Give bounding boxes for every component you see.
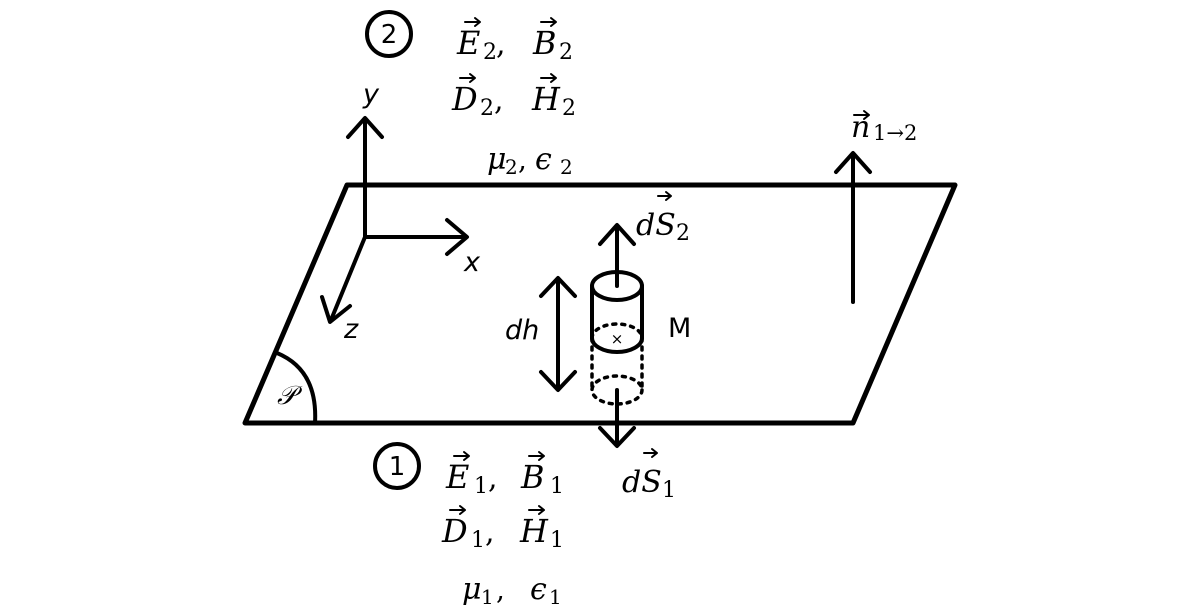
z-axis-label: z	[343, 314, 359, 345]
svg-text:B: B	[532, 24, 557, 62]
svg-text:1: 1	[549, 585, 562, 606]
svg-text:ϵ: ϵ	[535, 142, 552, 177]
svg-text:2: 2	[562, 96, 576, 121]
svg-text:dS: dS	[622, 465, 662, 500]
plane-label: 𝒫	[277, 381, 303, 411]
svg-text:2: 2	[560, 155, 573, 179]
z-axis-arrowhead	[320, 295, 352, 324]
svg-text:E: E	[445, 458, 469, 496]
svg-text:μ: μ	[487, 142, 507, 177]
svg-text:,: ,	[518, 143, 527, 176]
svg-text:1: 1	[550, 528, 564, 553]
svg-text:,: ,	[494, 83, 504, 118]
svg-text:H: H	[531, 80, 561, 118]
svg-text:1: 1	[550, 474, 564, 499]
svg-text:,: ,	[488, 461, 498, 496]
svg-text:E: E	[456, 24, 480, 62]
region-2-media: μ 2 , ϵ 2	[487, 142, 573, 179]
svg-text:H: H	[519, 512, 549, 550]
region-1-field-pair-2: D 1 , H 1	[441, 505, 564, 553]
point-m-marker: ×	[611, 330, 624, 348]
svg-text:2: 2	[559, 40, 573, 65]
svg-text:2: 2	[505, 155, 518, 179]
region-2-field-pair-1: E 2 , B 2	[456, 17, 573, 65]
svg-text:1→2: 1→2	[873, 121, 917, 145]
region-1-marker: 1	[389, 452, 406, 482]
x-axis-arrowhead	[445, 218, 469, 256]
svg-text:dS: dS	[636, 208, 676, 243]
normal-arrowhead	[834, 151, 872, 174]
y-axis-label: y	[362, 79, 380, 110]
svg-text:μ: μ	[462, 572, 482, 606]
svg-text:1: 1	[474, 474, 488, 499]
region-2-marker-circle	[365, 10, 413, 58]
svg-text:1: 1	[471, 528, 485, 553]
svg-text:ϵ: ϵ	[530, 572, 547, 606]
normal-label: n 1→2	[851, 110, 917, 145]
ds1-label: dS 1	[622, 448, 676, 503]
y-axis-arrowhead	[346, 116, 384, 139]
svg-text:B: B	[520, 458, 545, 496]
svg-text:1: 1	[662, 478, 676, 503]
x-axis-label: x	[463, 247, 481, 278]
region-1-marker-circle	[373, 442, 421, 490]
point-m-label: M	[668, 313, 691, 344]
ds2-label: dS 2	[636, 191, 690, 246]
svg-text:D: D	[451, 80, 478, 118]
svg-text:2: 2	[676, 221, 690, 246]
svg-text:,: ,	[496, 573, 505, 606]
svg-text:D: D	[441, 512, 468, 550]
region-1-media: μ 1 , ϵ 1	[462, 572, 562, 606]
svg-text:2: 2	[483, 40, 497, 65]
region-1-field-pair-1: E 1 , B 1	[445, 451, 564, 499]
interface-plane	[242, 182, 958, 426]
svg-text:,: ,	[496, 27, 506, 62]
region-2-field-pair-2: D 2 , H 2	[451, 73, 576, 121]
plane-angle-arc	[275, 351, 318, 425]
svg-text:,: ,	[485, 515, 495, 550]
svg-text:2: 2	[480, 96, 494, 121]
svg-text:1: 1	[481, 585, 494, 606]
region-2-marker: 2	[381, 20, 398, 50]
dh-label: dh	[505, 315, 539, 346]
coordinate-axes	[320, 116, 469, 324]
